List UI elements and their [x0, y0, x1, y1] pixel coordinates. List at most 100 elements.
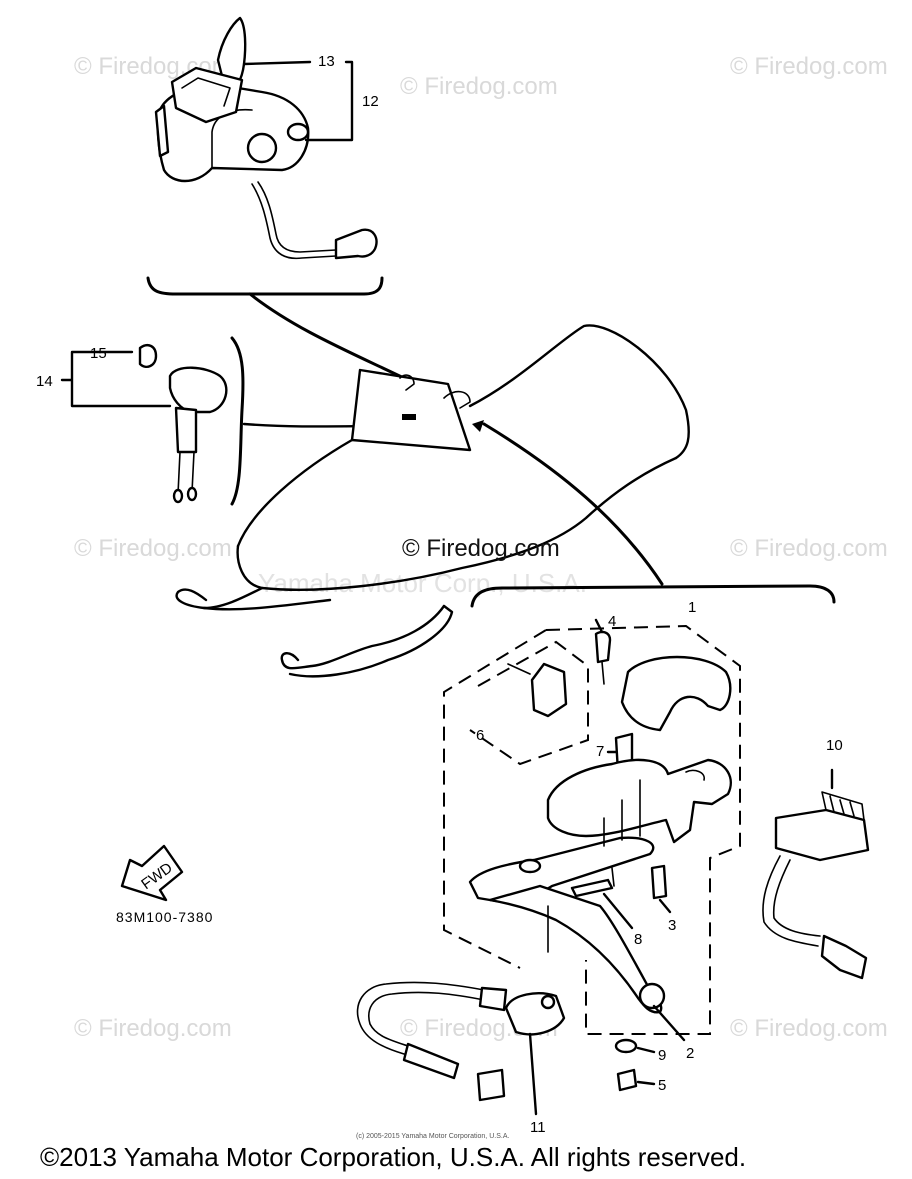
switch-11-wire	[356, 981, 485, 1055]
console-slot	[402, 414, 416, 420]
bracket-left-group	[230, 336, 245, 506]
switch-11-grommet	[478, 986, 508, 1012]
lever-ball-end	[638, 982, 666, 1010]
watermark-bottom-right: © Firedog.com	[730, 1015, 888, 1042]
callout-15: 15	[90, 345, 107, 362]
leader-14-15	[60, 350, 172, 408]
part-code: 83M100-7380	[116, 909, 213, 925]
module-fins	[821, 791, 865, 821]
screw-4	[594, 630, 612, 664]
leader-9	[636, 1046, 656, 1054]
lever-bushing	[518, 858, 542, 874]
watermark-mid-left: © Firedog.com	[74, 535, 232, 562]
callout-2: 2	[686, 1045, 694, 1062]
lead-terminal-2	[186, 486, 198, 502]
callout-9: 9	[658, 1047, 666, 1064]
housing-wire	[257, 181, 337, 253]
switch-block	[530, 662, 568, 718]
throttle-base-hole	[685, 769, 705, 781]
housing-knob	[286, 122, 310, 142]
switch-11-wire-2	[368, 991, 485, 1047]
leader-4	[594, 618, 604, 634]
housing-connector	[334, 228, 378, 260]
indicator-leads	[177, 451, 195, 495]
leader-11	[528, 1032, 538, 1116]
callout-3: 3	[668, 917, 676, 934]
bracket-top-group	[146, 276, 384, 296]
watermark-top-right: © Firedog.com	[730, 53, 888, 80]
leader-5	[636, 1080, 656, 1086]
hood-lower	[280, 604, 446, 670]
switch-11	[504, 992, 566, 1036]
watermark-yamaha: Yamaha Motor Corp., U.S.A.	[258, 568, 587, 598]
fwd-arrow: FWD	[120, 844, 184, 902]
watermark-bottom-left: © Firedog.com	[74, 1015, 232, 1042]
console-panel	[350, 368, 472, 452]
switch-cap	[170, 66, 244, 124]
bolt-8	[570, 878, 614, 898]
watermark-center: © Firedog.com	[402, 535, 560, 562]
switch-11-stud	[540, 994, 556, 1010]
console-clip-2	[443, 390, 471, 409]
callout-10: 10	[826, 737, 843, 754]
callout-14: 14	[36, 373, 53, 390]
subassembly-6-outline	[469, 640, 589, 766]
housing-wire-2	[251, 183, 337, 260]
hood-top	[468, 324, 690, 460]
hood-cowl	[175, 324, 690, 678]
lead-terminal-1	[172, 488, 184, 504]
throttle-cover	[620, 655, 732, 732]
watermark-layer: © Firedog.com © Firedog.com © Firedog.co…	[74, 53, 888, 1042]
module-connector	[820, 934, 868, 980]
module-wire-2	[762, 855, 819, 947]
callout-1: 1	[688, 599, 696, 616]
nut-5	[616, 1068, 638, 1092]
callout-7: 7	[596, 743, 604, 760]
fwd-arrow-shape	[120, 844, 184, 902]
leader-2	[652, 1004, 686, 1042]
callout-4: 4	[608, 613, 616, 630]
brake-lever-2	[488, 884, 663, 1014]
callout-12: 12	[362, 93, 379, 110]
housing-boss	[246, 132, 278, 164]
module-10	[762, 768, 870, 980]
leader-8	[602, 892, 634, 930]
assembly-outline	[443, 624, 741, 1035]
indicator-assembly	[60, 344, 228, 504]
callout-6: 6	[476, 727, 484, 744]
watermark-top-center: © Firedog.com	[400, 73, 558, 100]
module-body	[774, 808, 870, 862]
switch-screw	[507, 663, 531, 675]
throttle-assembly	[468, 630, 732, 1092]
hood-lower-edge	[288, 604, 454, 678]
switch-11-connector	[476, 1068, 506, 1102]
console-clip-1	[399, 374, 415, 391]
callout-5: 5	[658, 1077, 666, 1094]
arrow-head-right	[472, 420, 484, 432]
handle-switch-assembly	[154, 16, 378, 260]
copyright-notice: ©2013 Yamaha Motor Corporation, U.S.A. A…	[40, 1142, 746, 1172]
wire-to-throttle	[482, 422, 664, 586]
watermark-mid-right: © Firedog.com	[730, 535, 888, 562]
switch-cap-face	[181, 77, 231, 107]
callout-8: 8	[634, 931, 642, 948]
leader-12-13	[242, 60, 354, 142]
leader-3	[658, 898, 672, 914]
hood-front	[236, 438, 354, 548]
washer-9	[614, 1038, 638, 1054]
wire-to-console	[248, 292, 410, 382]
indicator-socket	[168, 366, 228, 414]
callout-11: 11	[530, 1119, 546, 1136]
module-wire	[772, 859, 821, 937]
bracket-right-group	[470, 584, 836, 608]
switch-11-sleeve	[402, 1042, 460, 1080]
screw-4-shank	[601, 661, 605, 685]
hood-left-tab	[175, 586, 264, 610]
small-copyright: (c) 2005-2015 Yamaha Motor Corporation, …	[356, 1133, 509, 1140]
hood-left-edge	[202, 598, 332, 611]
bulb	[138, 344, 158, 368]
bolt-3	[650, 864, 668, 900]
housing-clamp	[154, 104, 170, 158]
assembly-guide-lines	[547, 779, 641, 953]
